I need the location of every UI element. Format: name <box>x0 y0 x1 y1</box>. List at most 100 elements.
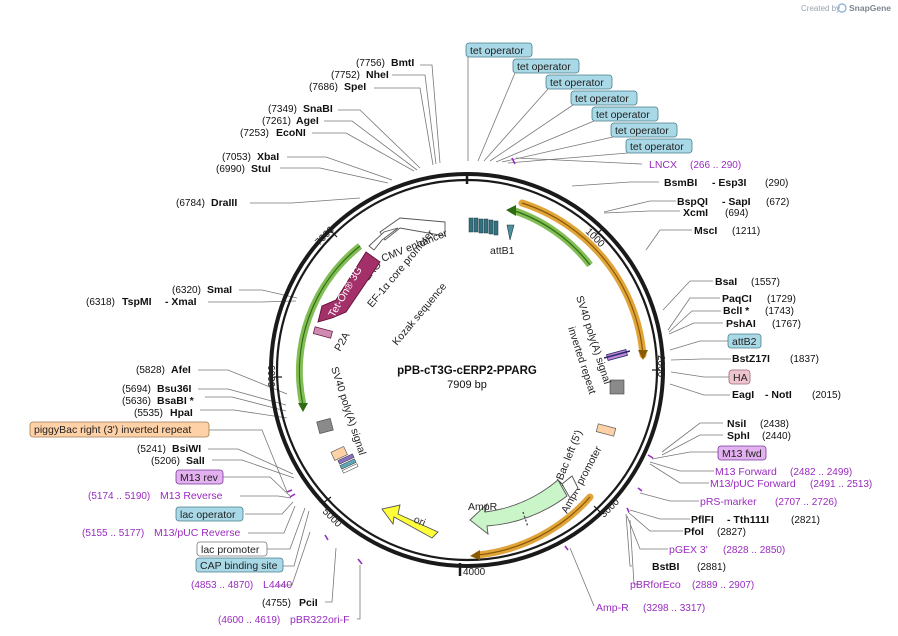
svg-text:(5535): (5535) <box>134 408 163 419</box>
svg-text:(2828 .. 2850): (2828 .. 2850) <box>723 545 785 556</box>
green-arc-upper-arrowhead <box>506 205 516 216</box>
svg-text:tet operator: tet operator <box>596 109 650 121</box>
box-ha: HA <box>728 369 751 385</box>
p2a-box <box>312 326 333 339</box>
svg-text:BstBI: BstBI <box>652 561 680 573</box>
svg-text:- Tth111I: - Tth111I <box>727 514 769 526</box>
svg-text:(672): (672) <box>766 197 789 208</box>
enzyme-nheI: (7752) NheI <box>331 69 389 81</box>
green-feature-arcs <box>295 205 593 412</box>
svg-text:HA: HA <box>733 372 748 384</box>
svg-text:AfeI: AfeI <box>171 364 191 376</box>
snapgene-logo-icon <box>837 3 847 13</box>
box-tet-operator-1: tet operator <box>465 42 533 58</box>
enzyme-bmtI: (7756) BmtI <box>356 57 414 69</box>
box-tet-operator-5: tet operator <box>591 106 659 122</box>
svg-text:(5694): (5694) <box>122 384 151 395</box>
svg-text:(2015): (2015) <box>812 390 841 401</box>
svg-text:TspMI: TspMI <box>122 296 152 308</box>
svg-text:(2827): (2827) <box>717 527 746 538</box>
box-tet-operator-6: tet operator <box>610 122 678 138</box>
svg-text:XcmI: XcmI <box>683 207 708 219</box>
enzyme-xbaI: (7053) XbaI <box>222 151 279 163</box>
svg-text:(6990): (6990) <box>216 164 245 175</box>
enzyme-salI: (5206) SalI <box>151 455 205 467</box>
svg-text:BsmBI: BsmBI <box>664 177 697 189</box>
enzyme-eagI: EagI - NotI (2015) <box>732 389 841 401</box>
primer-prs-marker: pRS-marker (2707 .. 2726) <box>700 496 837 508</box>
enzyme-bsaI: BsaI (1557) <box>715 276 780 288</box>
svg-text:- NotI: - NotI <box>765 389 792 401</box>
plasmid-name: pPB-cT3G-cERP2-PPARG <box>397 365 537 377</box>
sv40-left-block-icon <box>316 418 334 434</box>
svg-text:XbaI: XbaI <box>257 151 279 163</box>
svg-text:(3298 .. 3317): (3298 .. 3317) <box>643 603 705 614</box>
svg-text:DraIII: DraIII <box>211 197 237 209</box>
box-tet-operator-4: tet operator <box>570 90 638 106</box>
svg-text:BsiWI: BsiWI <box>172 443 201 455</box>
svg-text:(4755): (4755) <box>262 598 291 609</box>
svg-text:EcoNI: EcoNI <box>276 127 306 139</box>
right-small-markers <box>595 349 631 437</box>
svg-text:(5174 .. 5190): (5174 .. 5190) <box>88 491 150 502</box>
tick-5000: 5000 <box>320 506 344 530</box>
feature-ori-label: ori <box>412 514 427 529</box>
svg-text:pGEX 3': pGEX 3' <box>669 544 708 556</box>
ori-arrow <box>381 504 439 539</box>
svg-text:PfoI: PfoI <box>684 526 704 538</box>
enzyme-nsiI: NsiI (2438) <box>727 418 789 430</box>
svg-text:(694): (694) <box>725 208 748 219</box>
credit-prefix: Created by <box>801 4 840 13</box>
svg-text:(5636): (5636) <box>122 396 151 407</box>
svg-text:(7053): (7053) <box>222 152 251 163</box>
svg-text:- XmaI: - XmaI <box>165 296 197 308</box>
svg-text:(1211): (1211) <box>732 226 760 237</box>
scale-ticks <box>274 176 660 576</box>
enzyme-smaI: (6320) SmaI <box>172 284 232 296</box>
svg-text:(7349): (7349) <box>268 104 297 115</box>
primer-lncx: LNCX (266 .. 290) <box>649 159 741 171</box>
svg-text:(5828): (5828) <box>136 365 165 376</box>
piggybac-right-marker-icon <box>330 445 348 461</box>
primer-l4440: (4853 .. 4870) L4440 <box>191 579 292 591</box>
box-tet-operator-7: tet operator <box>625 138 693 154</box>
svg-text:L4440: L4440 <box>263 579 292 591</box>
svg-text:NheI: NheI <box>366 69 389 81</box>
svg-text:(2482 .. 2499): (2482 .. 2499) <box>790 467 852 478</box>
tick-3000: 3000 <box>598 496 622 520</box>
svg-text:tet operator: tet operator <box>575 93 629 105</box>
svg-text:(266 .. 290): (266 .. 290) <box>690 160 741 171</box>
enzyme-tspMI: (6318) TspMI - XmaI <box>86 296 197 308</box>
primer-site-marks <box>286 157 654 565</box>
orange-arc-lower-core <box>477 496 591 556</box>
primer-m13-puc-reverse: (5155 .. 5177) M13/pUC Reverse <box>82 527 241 539</box>
svg-text:PaqCI: PaqCI <box>722 293 752 305</box>
svg-text:(2821): (2821) <box>791 515 820 526</box>
primer-pgex-3: pGEX 3' (2828 .. 2850) <box>669 544 785 556</box>
enzyme-paqCI: PaqCI (1729) <box>722 293 796 305</box>
ampr-arrow <box>469 479 568 536</box>
piggybac-left-marker-icon <box>595 423 617 437</box>
svg-text:BspQI: BspQI <box>677 196 708 208</box>
svg-text:(2889 .. 2907): (2889 .. 2907) <box>692 580 754 591</box>
svg-text:(7756): (7756) <box>356 58 385 69</box>
enzyme-draIII: (6784) DraIII <box>176 197 237 209</box>
svg-text:(290): (290) <box>765 178 788 189</box>
svg-text:- Esp3I: - Esp3I <box>712 177 747 189</box>
svg-text:piggyBac right (3') inverted r: piggyBac right (3') inverted repeat <box>34 424 191 436</box>
svg-text:(1837): (1837) <box>790 354 819 365</box>
box-m13-fwd: M13 fwd <box>717 445 767 461</box>
feature-ampr-label: AmpR <box>468 501 498 513</box>
green-arc-left-core <box>298 245 361 406</box>
svg-text:SmaI: SmaI <box>207 284 232 296</box>
svg-text:StuI: StuI <box>251 163 271 175</box>
svg-text:(7686): (7686) <box>309 82 338 93</box>
ampr-promoter-arrow <box>561 475 579 499</box>
box-cap-binding-site: CAP binding site <box>195 557 284 573</box>
primer-m13-reverse: (5174 .. 5190) M13 Reverse <box>88 490 223 502</box>
svg-text:(5206): (5206) <box>151 456 180 467</box>
svg-text:attB2: attB2 <box>732 336 757 348</box>
svg-text:PshAI: PshAI <box>726 318 756 330</box>
svg-text:lac promoter: lac promoter <box>201 544 260 556</box>
